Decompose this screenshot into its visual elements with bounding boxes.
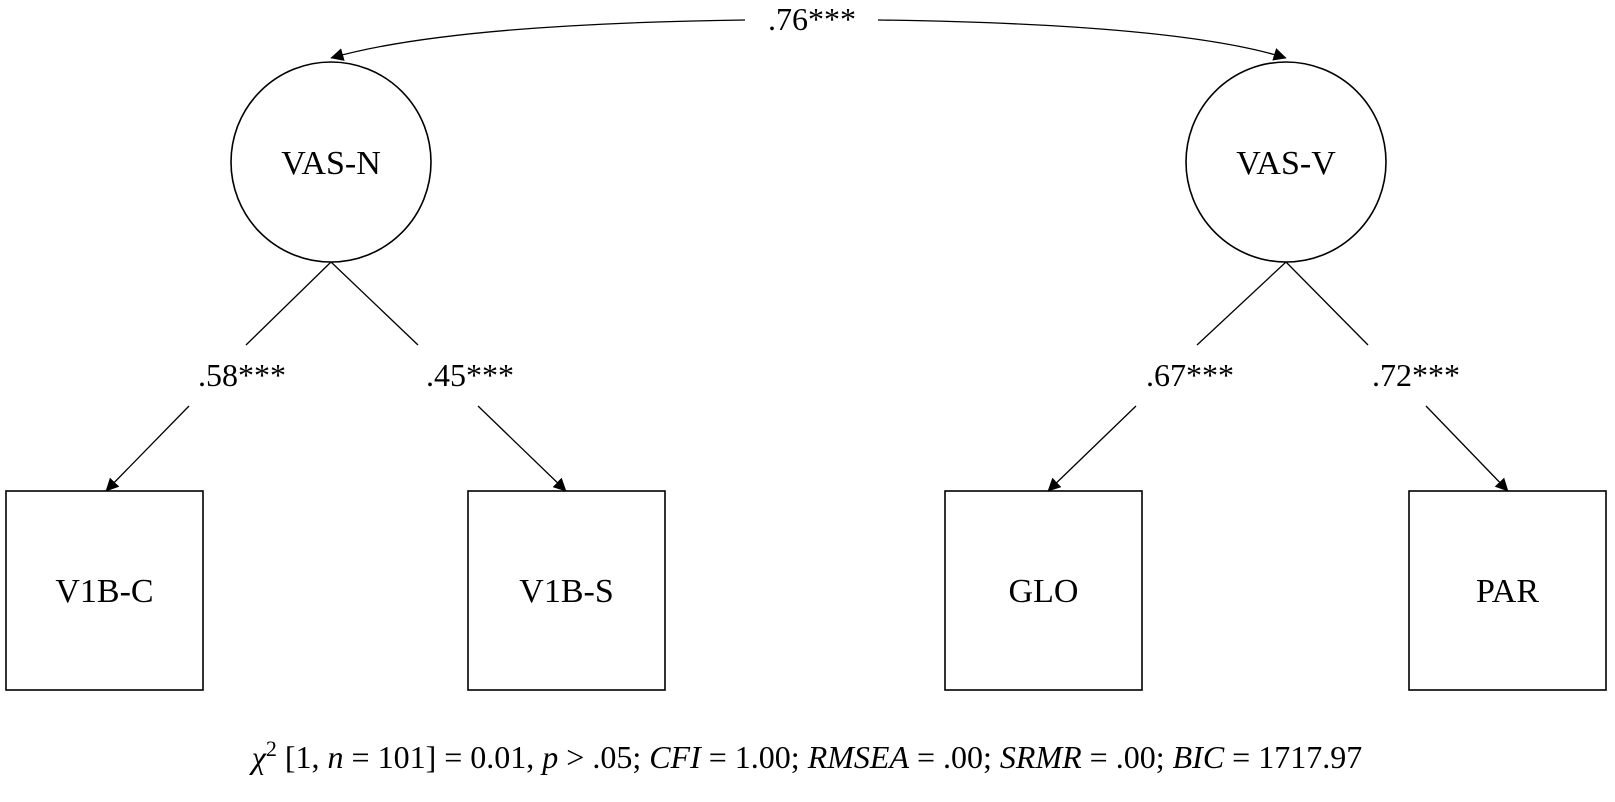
indicator-v1b-c: V1B-C bbox=[5, 490, 204, 691]
loading-path-upper bbox=[1196, 261, 1287, 346]
indicator-label: PAR bbox=[1476, 573, 1539, 610]
cfi-symbol: CFI bbox=[649, 739, 702, 775]
loading-arrow bbox=[105, 405, 190, 492]
loading-arrow bbox=[477, 405, 567, 492]
loading-arrow bbox=[1047, 405, 1137, 492]
cfi-value: = 1.00; bbox=[701, 739, 808, 775]
chi-square-symbol: χ bbox=[249, 739, 267, 775]
indicator-box bbox=[944, 490, 1143, 691]
indicator-label: V1B-S bbox=[519, 573, 613, 610]
indicator-label: GLO bbox=[1009, 573, 1079, 610]
chi-square-exponent: 2 bbox=[266, 736, 277, 761]
indicator-par: PAR bbox=[1408, 490, 1607, 691]
srmr-symbol: SRMR bbox=[1000, 739, 1082, 775]
latent-factor-label: VAS-V bbox=[1236, 145, 1336, 182]
covariance-arrow bbox=[330, 19, 746, 61]
loading-arrow bbox=[1425, 405, 1509, 492]
indicator-box bbox=[5, 490, 204, 691]
loading-label: .72*** bbox=[1372, 357, 1460, 393]
loading-path-upper bbox=[330, 261, 419, 346]
loading-label: .67*** bbox=[1146, 357, 1234, 393]
chi-square-open: [1, bbox=[277, 739, 328, 775]
latent-factor-vas-n: VAS-N bbox=[230, 61, 432, 263]
chi-square-value: = 101] = 0.01, bbox=[344, 739, 543, 775]
latent-factor-label: VAS-N bbox=[281, 145, 381, 182]
covariance-arrow bbox=[877, 19, 1287, 61]
covariance-label: .76*** bbox=[768, 1, 856, 37]
rmsea-symbol: RMSEA bbox=[807, 739, 910, 775]
bic-symbol: BIC bbox=[1173, 739, 1225, 775]
p-value: > .05; bbox=[558, 739, 649, 775]
indicator-glo: GLO bbox=[944, 490, 1143, 691]
latent-factor-vas-v: VAS-V bbox=[1185, 61, 1387, 263]
loading-label: .58*** bbox=[198, 357, 286, 393]
loading-path-upper bbox=[1285, 261, 1369, 346]
bic-value: = 1717.97 bbox=[1224, 739, 1362, 775]
indicator-box bbox=[1408, 490, 1607, 691]
indicator-label: V1B-C bbox=[55, 573, 153, 610]
srmr-value: = .00; bbox=[1082, 739, 1173, 775]
n-symbol: n bbox=[328, 739, 344, 775]
p-symbol: p bbox=[540, 739, 558, 775]
loading-path-upper bbox=[245, 261, 332, 346]
fit-statistics: χ2 [1, n = 101] = 0.01, p > .05; CFI = 1… bbox=[249, 736, 1362, 775]
loading-label: .45*** bbox=[426, 357, 514, 393]
rmsea-value: = .00; bbox=[909, 739, 1000, 775]
indicator-box bbox=[467, 490, 666, 691]
indicator-v1b-s: V1B-S bbox=[467, 490, 666, 691]
